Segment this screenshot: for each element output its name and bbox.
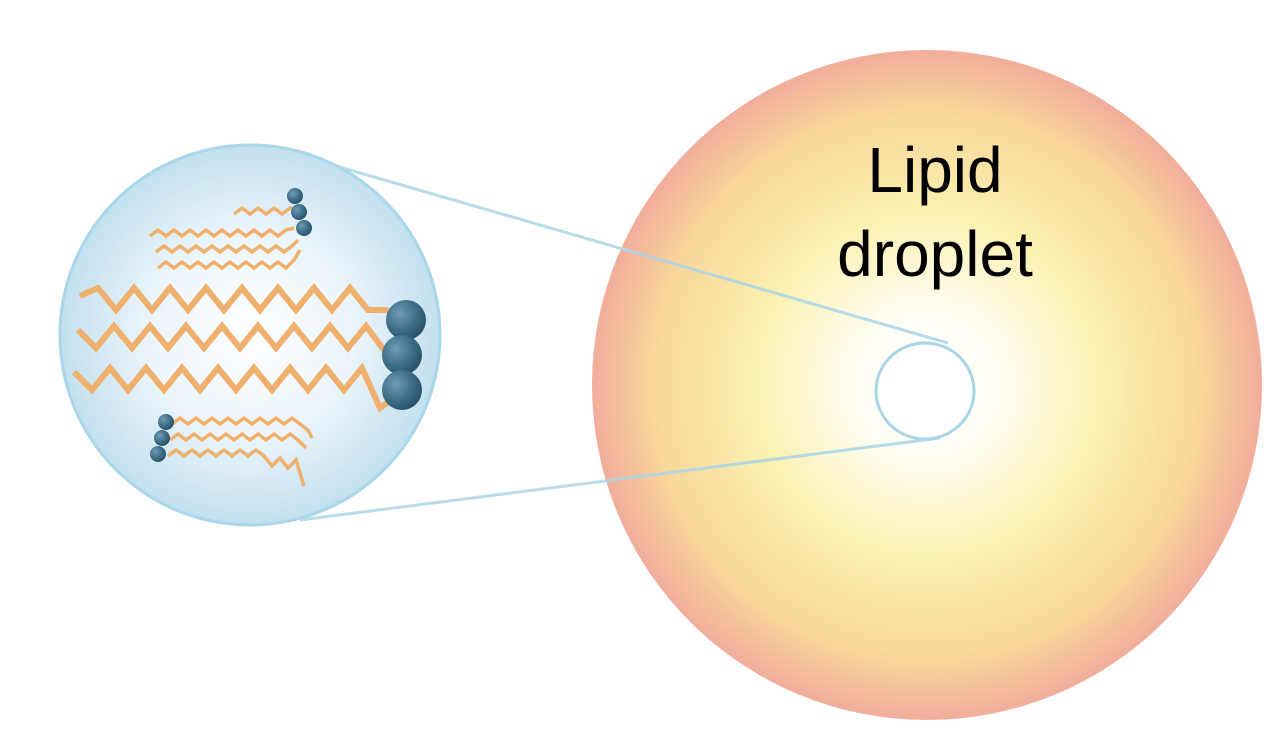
zoom-line-lower: [299, 436, 941, 522]
magnified-view-icon: [58, 143, 442, 527]
zoom-line-upper: [335, 164, 949, 345]
triglyceride-icon: [150, 414, 314, 487]
lipid-droplet-label-line2: droplet: [837, 218, 1033, 290]
triglyceride-icon: [148, 188, 312, 271]
zoom-source-circle: [874, 341, 976, 441]
lipid-droplet-label-line1: Lipid: [867, 134, 1003, 206]
lipid-droplet-label: Lipid droplet: [790, 128, 1080, 296]
triglyceride-icon: [71, 283, 426, 413]
